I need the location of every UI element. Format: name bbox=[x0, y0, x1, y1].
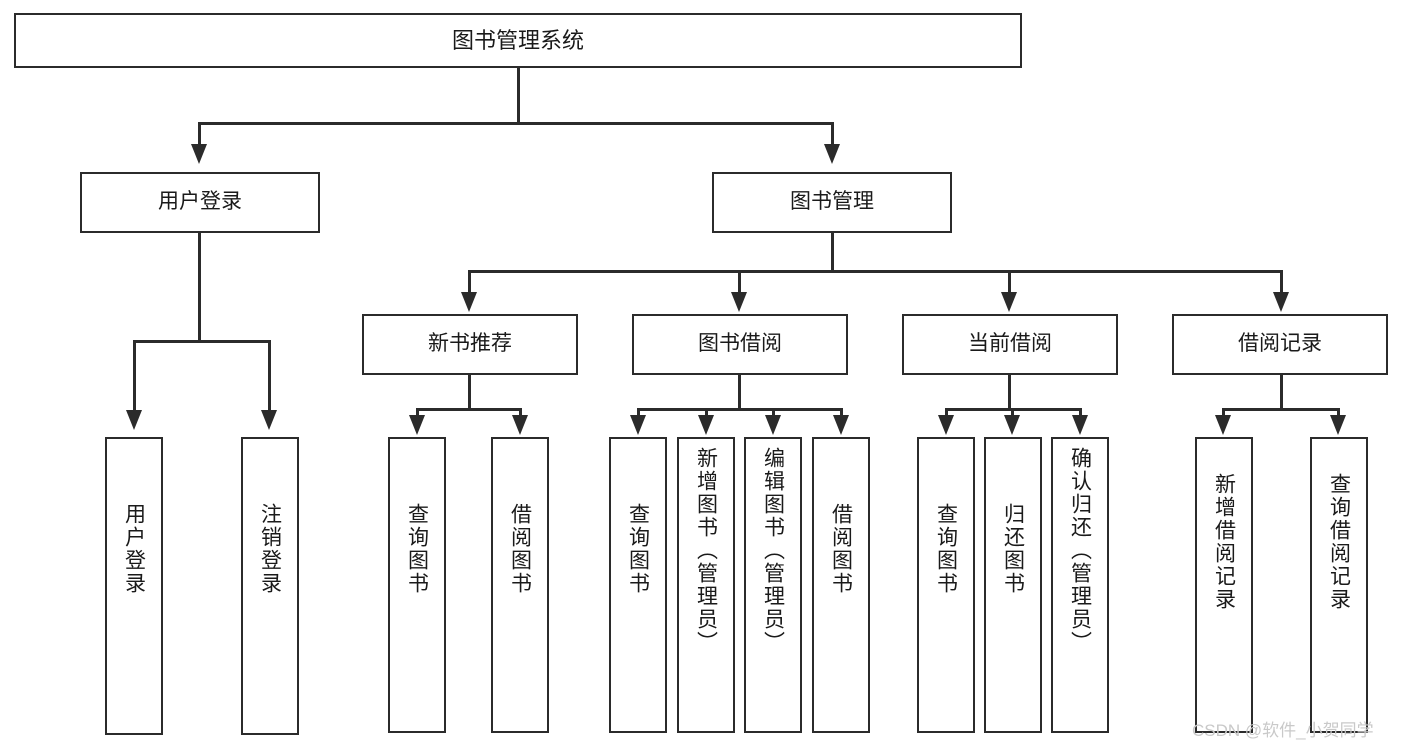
connector-currentborrow-drop-3 bbox=[1079, 408, 1082, 417]
connector-newbook-bar bbox=[416, 408, 522, 411]
arrow-to-user-login bbox=[191, 144, 207, 164]
leaf-query-book-current[interactable]: 查询图书 bbox=[917, 437, 975, 733]
arrow-to-leaf-return-book bbox=[1004, 415, 1020, 435]
connector-user-login-drop-2 bbox=[268, 340, 271, 410]
node-label: 查询图书 bbox=[934, 503, 958, 595]
connector-book-mgmt-drop-1 bbox=[468, 270, 471, 292]
connector-newbook-drop-1 bbox=[416, 408, 419, 417]
connector-borrowrecord-drop-2 bbox=[1337, 408, 1340, 417]
connector-root-left-drop bbox=[198, 122, 201, 144]
arrow-to-borrow-record bbox=[1273, 292, 1289, 312]
node-label: 借阅记录 bbox=[1238, 332, 1322, 356]
leaf-edit-book-admin[interactable]: 编辑图书（管理员） bbox=[744, 437, 802, 733]
connector-bookborrow-drop-2 bbox=[705, 408, 708, 417]
leaf-query-book-newbook[interactable]: 查询图书 bbox=[388, 437, 446, 733]
leaf-borrow-book-borrowing[interactable]: 借阅图书 bbox=[812, 437, 870, 733]
arrow-to-leaf-logout bbox=[261, 410, 277, 430]
leaf-query-book-borrowing[interactable]: 查询图书 bbox=[609, 437, 667, 733]
connector-borrowrecord-stem bbox=[1280, 375, 1283, 408]
leaf-return-book[interactable]: 归还图书 bbox=[984, 437, 1042, 733]
node-label: 归还图书 bbox=[1001, 503, 1025, 595]
node-borrow-records[interactable]: 借阅记录 bbox=[1172, 314, 1388, 375]
arrow-to-leaf-query-book-3 bbox=[938, 415, 954, 435]
node-label: 查询借阅记录 bbox=[1327, 473, 1351, 611]
node-new-book-recommendation[interactable]: 新书推荐 bbox=[362, 314, 578, 375]
node-label: 新增借阅记录 bbox=[1212, 473, 1236, 611]
node-label: 当前借阅 bbox=[968, 332, 1052, 356]
connector-root-bar bbox=[198, 122, 833, 125]
node-label: 查询图书 bbox=[626, 503, 650, 595]
node-label: 新书推荐 bbox=[428, 332, 512, 356]
arrow-to-book-mgmt bbox=[824, 144, 840, 164]
connector-book-mgmt-stem bbox=[831, 233, 834, 270]
connector-borrowrecord-bar bbox=[1222, 408, 1340, 411]
connector-user-login-bar bbox=[133, 340, 271, 343]
node-current-borrowing[interactable]: 当前借阅 bbox=[902, 314, 1118, 375]
connector-book-mgmt-bar bbox=[468, 270, 1283, 273]
connector-bookborrow-drop-4 bbox=[840, 408, 843, 417]
node-label: 用户登录 bbox=[122, 503, 146, 595]
leaf-borrow-book-newbook[interactable]: 借阅图书 bbox=[491, 437, 549, 733]
connector-book-mgmt-drop-3 bbox=[1008, 270, 1011, 292]
node-label: 新增图书（管理员） bbox=[694, 447, 718, 654]
connector-root-stem bbox=[517, 68, 520, 122]
node-root-system[interactable]: 图书管理系统 bbox=[14, 13, 1022, 68]
connector-bookborrow-drop-1 bbox=[637, 408, 640, 417]
arrow-to-leaf-query-book-2 bbox=[630, 415, 646, 435]
connector-borrowrecord-drop-1 bbox=[1222, 408, 1225, 417]
csdn-watermark: CSDN @软件_小贺同学 bbox=[1192, 721, 1374, 740]
node-label: 确认归还（管理员） bbox=[1068, 447, 1092, 654]
node-label: 查询图书 bbox=[405, 503, 429, 595]
leaf-add-book-admin[interactable]: 新增图书（管理员） bbox=[677, 437, 735, 733]
node-label: 借阅图书 bbox=[829, 503, 853, 595]
node-book-borrowing[interactable]: 图书借阅 bbox=[632, 314, 848, 375]
arrow-to-leaf-add-book bbox=[698, 415, 714, 435]
connector-currentborrow-drop-1 bbox=[945, 408, 948, 417]
connector-newbook-drop-2 bbox=[519, 408, 522, 417]
arrow-to-leaf-user-login bbox=[126, 410, 142, 430]
arrow-to-leaf-borrow-book-1 bbox=[512, 415, 528, 435]
arrow-to-book-borrow bbox=[731, 292, 747, 312]
node-user-login[interactable]: 用户登录 bbox=[80, 172, 320, 233]
arrow-to-leaf-query-record bbox=[1330, 415, 1346, 435]
connector-bookborrow-stem bbox=[738, 375, 741, 408]
leaf-add-borrow-record[interactable]: 新增借阅记录 bbox=[1195, 437, 1253, 733]
connector-user-login-stem bbox=[198, 233, 201, 340]
leaf-confirm-return-admin[interactable]: 确认归还（管理员） bbox=[1051, 437, 1109, 733]
arrow-to-leaf-add-record bbox=[1215, 415, 1231, 435]
connector-book-mgmt-drop-4 bbox=[1280, 270, 1283, 292]
connector-bookborrow-bar bbox=[637, 408, 843, 411]
connector-currentborrow-stem bbox=[1008, 375, 1011, 408]
node-label: 注销登录 bbox=[258, 503, 282, 595]
connector-book-mgmt-drop-2 bbox=[738, 270, 741, 292]
node-label: 用户登录 bbox=[158, 190, 242, 214]
arrow-to-leaf-edit-book bbox=[765, 415, 781, 435]
arrow-to-new-book-rec bbox=[461, 292, 477, 312]
node-label: 图书管理系统 bbox=[451, 27, 584, 53]
leaf-user-login[interactable]: 用户登录 bbox=[105, 437, 163, 735]
leaf-logout[interactable]: 注销登录 bbox=[241, 437, 299, 735]
node-label: 编辑图书（管理员） bbox=[761, 447, 785, 654]
arrow-to-current-borrow bbox=[1001, 292, 1017, 312]
node-label: 图书借阅 bbox=[698, 332, 782, 356]
node-label: 图书管理 bbox=[790, 190, 874, 214]
arrow-to-leaf-query-book-1 bbox=[409, 415, 425, 435]
arrow-to-leaf-borrow-book-2 bbox=[833, 415, 849, 435]
node-book-management[interactable]: 图书管理 bbox=[712, 172, 952, 233]
connector-newbook-stem bbox=[468, 375, 471, 408]
connector-currentborrow-drop-2 bbox=[1011, 408, 1014, 417]
connector-bookborrow-drop-3 bbox=[772, 408, 775, 417]
arrow-to-leaf-confirm-return bbox=[1072, 415, 1088, 435]
connector-user-login-drop-1 bbox=[133, 340, 136, 410]
leaf-query-borrow-record[interactable]: 查询借阅记录 bbox=[1310, 437, 1368, 733]
connector-root-right-drop bbox=[831, 122, 834, 144]
node-label: 借阅图书 bbox=[508, 503, 532, 595]
